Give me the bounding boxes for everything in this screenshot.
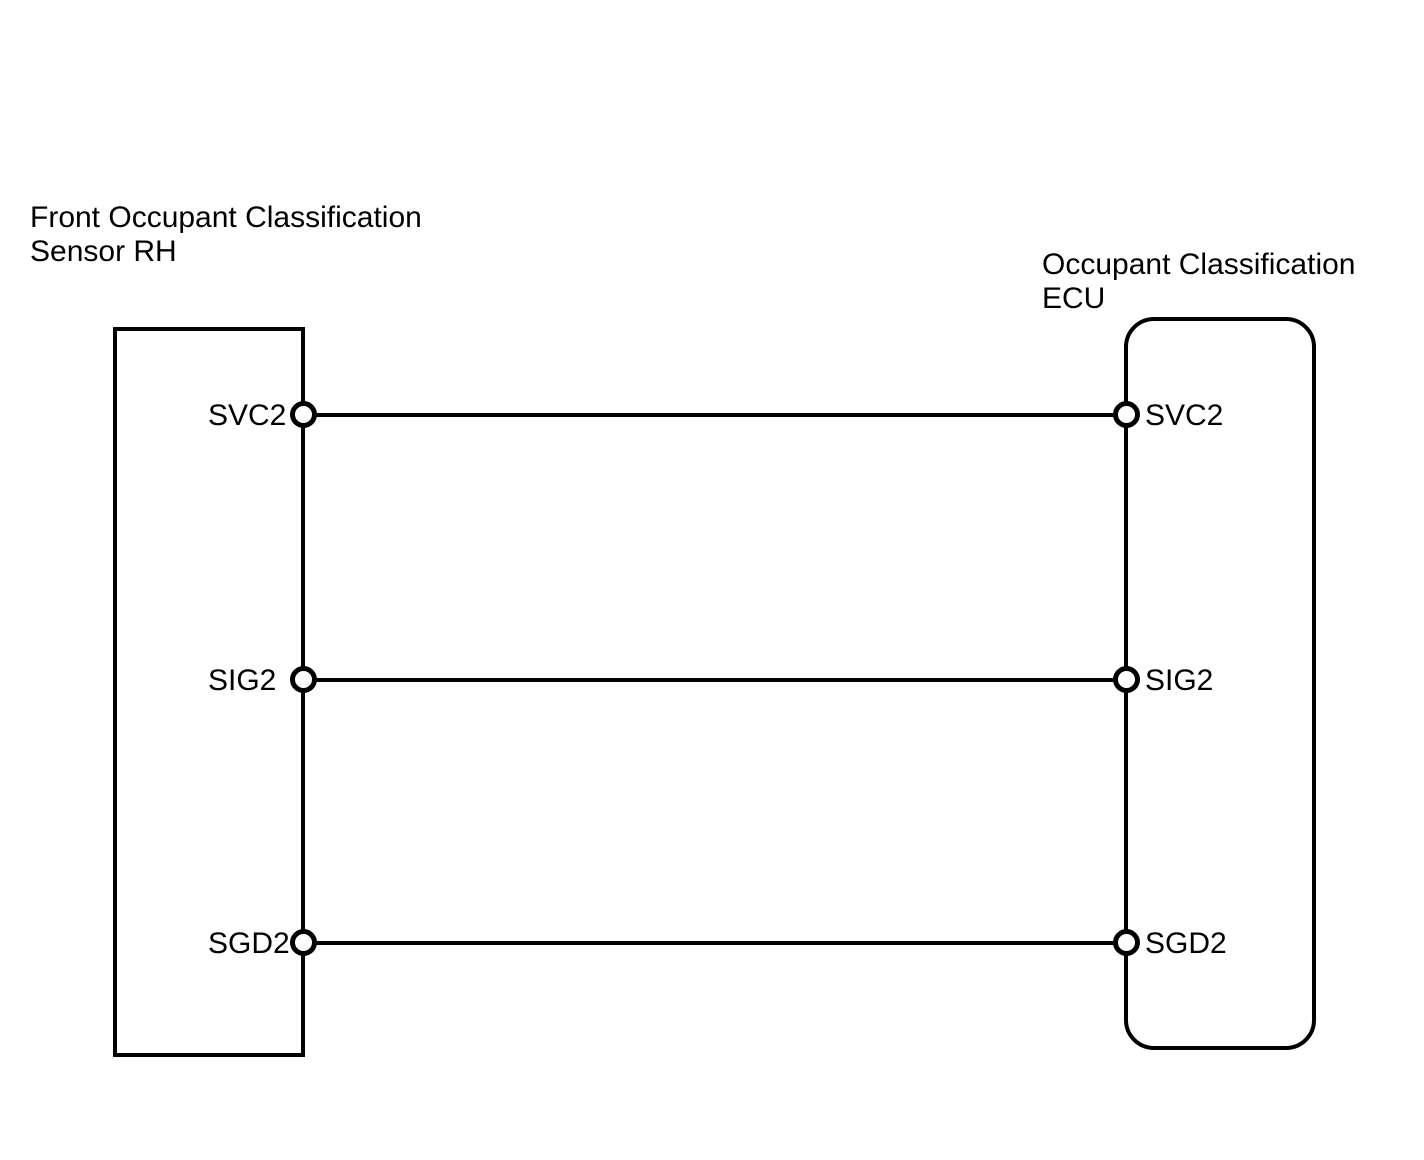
wire-sig2	[303, 678, 1126, 682]
terminal-circle-right-sig2	[1113, 666, 1140, 693]
left-component-box	[113, 327, 305, 1057]
terminal-circle-left-sig2	[290, 666, 317, 693]
wire-svc2	[303, 413, 1126, 417]
pin-label-left-sgd2: SGD2	[208, 927, 290, 960]
terminal-circle-right-svc2	[1113, 401, 1140, 428]
wire-sgd2	[303, 941, 1126, 945]
terminal-circle-right-sgd2	[1113, 929, 1140, 956]
pin-label-right-svc2: SVC2	[1145, 399, 1224, 432]
left-component-title: Front Occupant Classification Sensor RH	[30, 201, 422, 268]
pin-label-left-sig2: SIG2	[208, 664, 277, 697]
right-component-title: Occupant Classification ECU	[1042, 248, 1356, 315]
pin-label-right-sgd2: SGD2	[1145, 927, 1227, 960]
pin-label-left-svc2: SVC2	[208, 399, 287, 432]
terminal-circle-left-sgd2	[290, 929, 317, 956]
terminal-circle-left-svc2	[290, 401, 317, 428]
pin-label-right-sig2: SIG2	[1145, 664, 1214, 697]
